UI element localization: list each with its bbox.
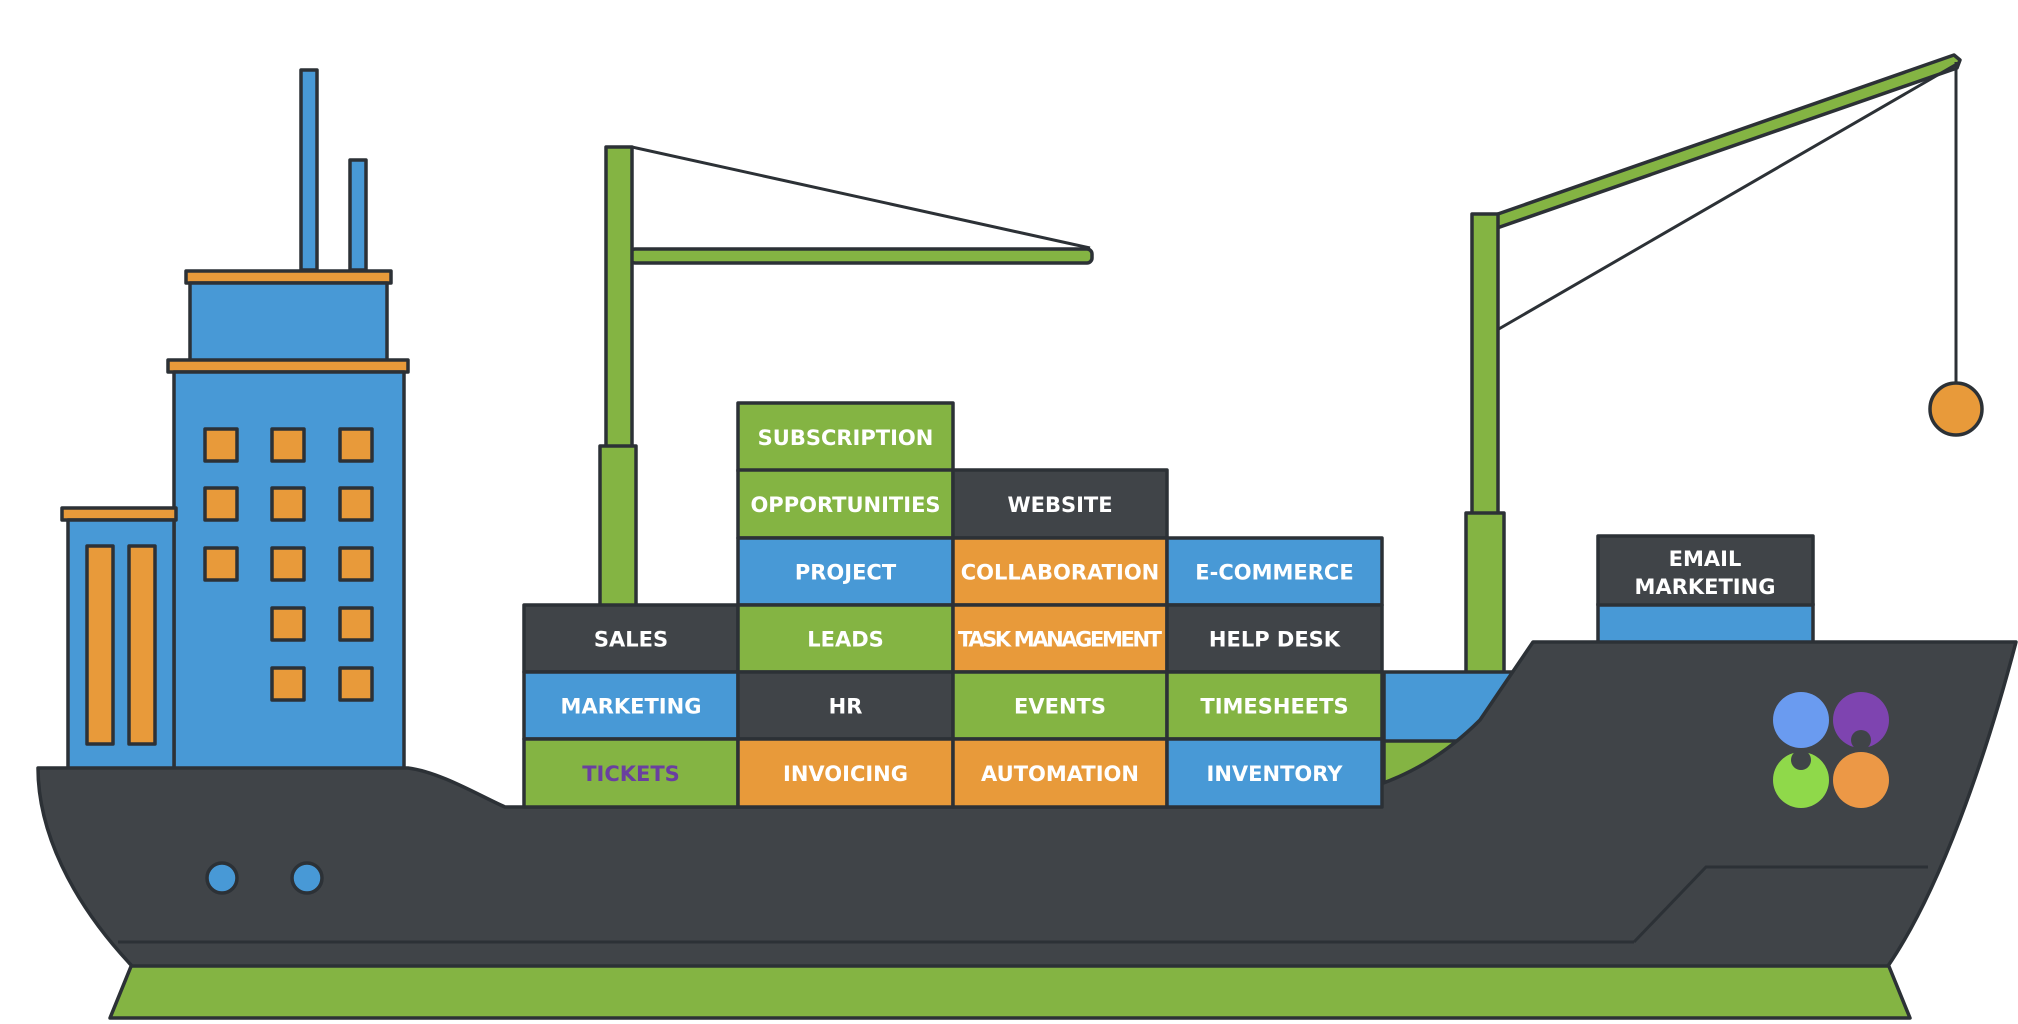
email-marketing-label-line2: MARKETING [1635, 575, 1776, 599]
side-building-roof [60, 506, 178, 522]
bridge-window [338, 606, 374, 642]
container-sales: SALES [522, 603, 740, 674]
bridge-window [203, 486, 239, 522]
bridge-top [188, 281, 389, 363]
container-timesheets: TIMESHEETS [1165, 670, 1384, 741]
container-box [951, 536, 1169, 607]
container-task-management: TASK MANAGEMENT [951, 603, 1169, 674]
container-box [951, 603, 1169, 674]
container-tickets: TICKETS [522, 737, 740, 809]
crane-2-stay-cable [1496, 63, 1956, 332]
container-hr: HR [736, 670, 955, 741]
container-label: TICKETS [582, 762, 680, 786]
container-label: WEBSITE [1007, 493, 1112, 517]
crane-2-boom [1493, 53, 1962, 230]
container-email-marketing: EMAIL MARKETING [1596, 534, 1815, 656]
container-label: HR [829, 695, 863, 719]
container-subscription: SUBSCRIPTION [736, 401, 955, 473]
container-project: PROJECT [736, 536, 955, 607]
container-label: AUTOMATION [981, 762, 1139, 786]
bridge-window [338, 666, 374, 702]
bridge-window [270, 666, 306, 702]
container-box [736, 536, 955, 607]
container-label: OPPORTUNITIES [750, 493, 940, 517]
container-label: SALES [594, 628, 668, 652]
smokestack-tall [299, 68, 319, 272]
side-door-2 [127, 544, 157, 746]
container-label: PROJECT [795, 561, 897, 585]
bridge-roof [166, 358, 410, 374]
container-inventory: INVENTORY [1165, 737, 1384, 809]
bridge-window [203, 546, 239, 582]
bridge-windows [203, 427, 374, 702]
container-box [951, 468, 1169, 540]
side-door-1 [85, 544, 115, 746]
email-marketing-box [1596, 534, 1815, 607]
container-invoicing: INVOICING [736, 737, 955, 809]
bridge-window [270, 427, 306, 463]
crane-2-mast-lower [1464, 511, 1506, 685]
crane-1-cable [631, 145, 1091, 250]
container-box [736, 737, 955, 809]
bridge-window [270, 486, 306, 522]
container-help-desk: HELP DESK [1165, 603, 1384, 674]
hull-keel [108, 962, 1912, 1020]
container-label: TIMESHEETS [1200, 695, 1348, 719]
container-label: TASK MANAGEMENT [958, 628, 1163, 652]
bridge-window [203, 427, 239, 463]
container-box [736, 468, 955, 540]
hull-bow-line [1632, 865, 1928, 944]
container-ecommerce: E-COMMERCE [1165, 536, 1384, 607]
container-label: E-COMMERCE [1195, 561, 1353, 585]
container-label: EVENTS [1014, 695, 1106, 719]
hull [36, 640, 2018, 968]
container-label: HELP DESK [1209, 628, 1341, 652]
container-collaboration: COLLABORATION [951, 536, 1169, 607]
side-building [66, 518, 176, 774]
four-circles-logo-icon [1773, 692, 1889, 808]
container-box [1165, 536, 1384, 607]
crane-1-mast-upper [604, 145, 634, 449]
container-opportunities: OPPORTUNITIES [736, 468, 955, 540]
container-automation: AUTOMATION [951, 737, 1169, 809]
porthole-2 [290, 861, 324, 895]
bridge-window [270, 606, 306, 642]
crane-2-mast-upper [1470, 212, 1500, 516]
porthole-1 [205, 861, 239, 895]
crane-1-mast-lower [598, 444, 638, 608]
container-label: INVENTORY [1207, 762, 1344, 786]
container-stack: SUBSCRIPTION OPPORTUNITIES WEBSITE PROJECT C… [522, 401, 1384, 809]
container-label: COLLABORATION [961, 561, 1160, 585]
crane-1-boom [628, 247, 1094, 265]
container-box [1165, 737, 1384, 809]
crane-2-wrecking-ball [1928, 381, 1984, 437]
container-events: EVENTS [951, 670, 1169, 741]
container-marketing: MARKETING [522, 670, 740, 741]
bridge-top-roof [184, 269, 393, 285]
container-label: MARKETING [561, 695, 702, 719]
bridge-window [270, 546, 306, 582]
container-label: LEADS [807, 628, 884, 652]
container-label: INVOICING [783, 762, 908, 786]
container-label: SUBSCRIPTION [758, 426, 934, 450]
container-leads: LEADS [736, 603, 955, 674]
email-marketing-label-line1: EMAIL [1669, 547, 1742, 571]
bridge-window [338, 486, 374, 522]
bridge-window [338, 546, 374, 582]
smokestack-short [348, 158, 368, 272]
bridge-window [338, 427, 374, 463]
container-website: WEBSITE [951, 468, 1169, 540]
